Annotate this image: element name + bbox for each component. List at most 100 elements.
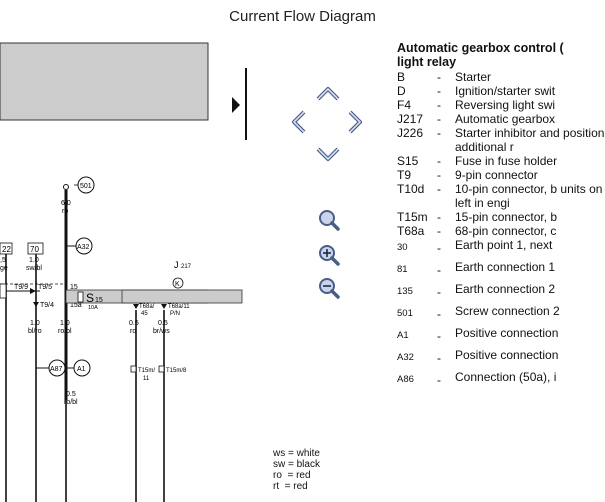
chevron-left-icon [292,110,306,134]
fuse-s15-rating: 10A [88,305,98,311]
legend-item-code: F4 [397,98,412,112]
wire-3-color: ro [62,208,68,215]
connection-a87-label: A87 [50,366,63,373]
pan-down-button[interactable] [314,140,342,168]
legend-item-code: 135 [397,286,413,297]
k-symbol [172,277,184,289]
connection-a87 [48,359,66,377]
pin-t68a-45: T68a/ [139,304,155,310]
control-unit-j217-label: J [174,260,179,270]
wire-box-70-label: 70 [30,245,39,254]
legend-item-dash: - [437,70,441,84]
section-arrow-icon [232,97,240,113]
chevron-down-icon [316,147,340,161]
legend-title-line2: light relay [397,55,457,69]
wire-color-key: ws = white sw = black ro = red rt = red [273,448,320,492]
control-unit-j217-number: 217 [181,264,192,270]
legend-item-desc: Starter inhibitor and position additiona… [455,126,605,154]
legend-item-code: T68a [397,224,425,238]
legend-item: F4 -Reversing light swi [397,98,605,112]
legend-item-dash: - [437,126,441,140]
zoom-out-icon [319,278,340,299]
legend-item-desc: 68-pin connector, c [455,224,557,238]
legend-item-desc: Starter [455,70,492,84]
legend-item: J217-Automatic gearbox [397,112,605,126]
legend-item-dash: - [437,84,441,98]
wire-4-color: bl/ro [28,328,42,335]
pin-t68a-45-num: 45 [141,311,148,317]
legend-item-dash: - [437,307,441,321]
wire-2-color: sw/bl [26,265,42,272]
legend-item-dash: - [437,168,441,182]
zoom-out-button[interactable] [315,274,343,302]
pan-left-button[interactable] [285,108,313,136]
legend-item-dash: - [437,241,441,255]
legend-item-dash: - [437,285,441,299]
connector-t15m-8 [158,365,165,373]
pin-t68a-11-func: P/N [170,311,180,317]
pin-t9-5: T9/5 [38,284,52,291]
legend-item-desc: Automatic gearbox [455,112,556,126]
zoom-in-icon [319,245,340,266]
positive-connection-a1-label: A1 [77,366,86,373]
legend-item-code: 30 [397,242,408,253]
legend-item-desc: 10-pin connector, b units on left in eng… [455,182,603,210]
legend-item: A32-Positive connection [397,348,605,370]
legend-item-code: T15m [397,210,428,224]
legend-item-code: T9 [397,168,412,182]
color-key-red: ro = red [273,470,311,481]
legend-item: 30 -Earth point 1, next [397,238,605,260]
positive-connection-a32-label: A32 [77,244,90,251]
wire-1-color: ge [0,265,8,272]
legend-item-code: 81 [397,264,408,275]
pin-t9-9: T9/9 [14,284,28,291]
legend-item-dash: - [437,329,441,343]
wire-2-gauge: 1.0 [29,257,39,264]
zoom-fit-button[interactable] [315,206,343,234]
legend-item-desc: Earth connection 1 [455,260,556,274]
legend-item-desc: Earth point 1, next [455,238,553,252]
wire-4-gauge: 1.0 [30,320,40,327]
legend-item-dash: - [437,112,441,126]
screw-connection-501-label: 501 [80,183,92,190]
legend-item-code: J226 [397,126,424,140]
pan-up-button[interactable] [314,80,342,108]
wire-5-color: ro/bl [58,328,72,335]
color-key-white: ws = white [273,448,320,459]
legend-item-dash: - [437,210,441,224]
legend-item: T15m-15-pin connector, b [397,210,605,224]
component-legend: Automatic gearbox control ( light relay … [397,42,605,392]
legend-item-dash: - [437,351,441,365]
pin-t68a-11: T68a/11 [168,304,190,310]
fuse-s15-number: 15 [95,297,103,304]
legend-item: J226-Starter inhibitor and position addi… [397,126,605,154]
legend-item-code: T10d [397,182,425,196]
legend-item-desc: Fuse in fuse holder [455,154,558,168]
pan-right-button[interactable] [341,108,369,136]
pin-t15m-11-num: 11 [143,376,150,382]
connector-t15m-11 [130,365,137,373]
legend-item-desc: 9-pin connector [455,168,538,182]
k-symbol-label: K [175,281,180,288]
magnifier-icon [319,210,340,231]
legend-title: Automatic gearbox control ( [397,42,564,55]
legend-item-desc: Reversing light swi [455,98,556,112]
wire-7-gauge: 0.5 [129,320,139,327]
legend-item-code: A86 [397,374,414,385]
pin-15a: 15a [70,302,82,309]
legend-item-dash: - [437,98,441,112]
legend-item-code: 501 [397,308,413,319]
pin-t15m-11: T15m/ [138,368,155,374]
wire-8-color: br/ws [153,328,170,335]
control-unit-j217 [121,289,243,304]
legend-item-code: A1 [397,330,409,341]
pin-15: 15 [70,284,78,291]
legend-item-dash: - [437,263,441,277]
legend-item-code: D [397,84,406,98]
wire-1-gauge: ,5 [0,257,6,264]
legend-item-desc: Ignition/starter swit [455,84,556,98]
zoom-in-button[interactable] [315,241,343,269]
legend-item-dash: - [437,182,441,196]
legend-item-dash: - [437,373,441,387]
wire-5-gauge: 1.0 [60,320,70,327]
